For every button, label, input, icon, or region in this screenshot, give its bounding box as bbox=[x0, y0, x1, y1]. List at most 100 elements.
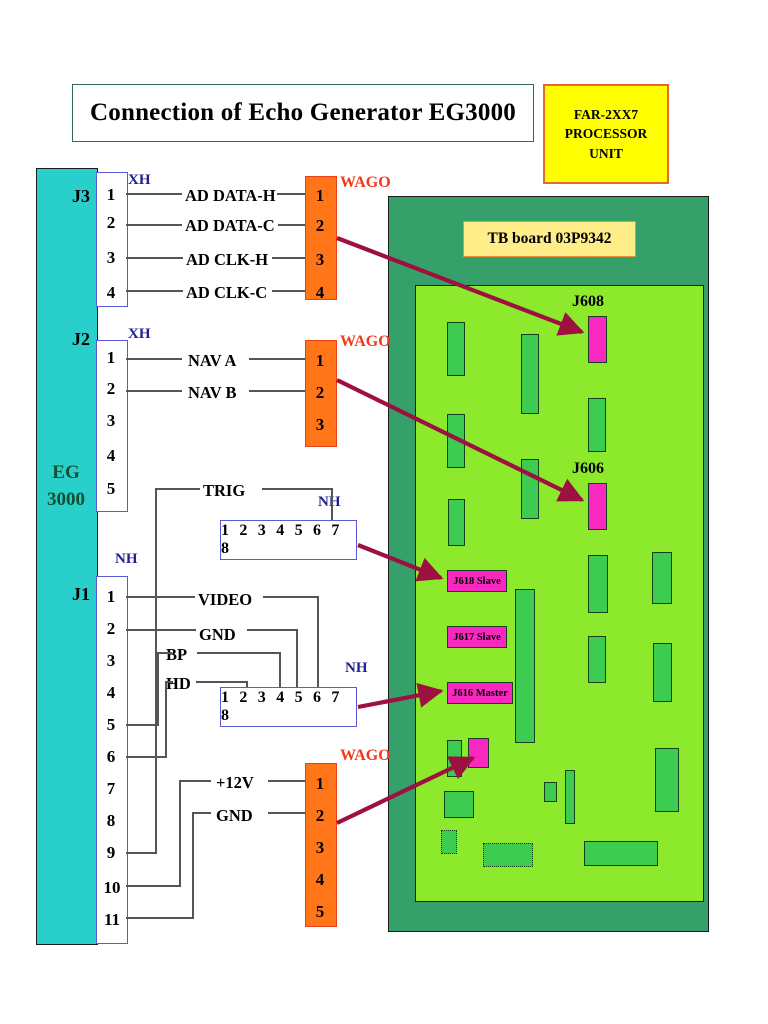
wago-block-3-pin-2: 2 bbox=[315, 806, 325, 825]
eg3000-device-body bbox=[36, 168, 98, 945]
wago-block-3-tag: WAGO bbox=[340, 747, 391, 764]
connector-j1-pin-1: 1 bbox=[106, 587, 116, 606]
connector-j2-pin-1: 1 bbox=[106, 348, 116, 367]
signal-label-nav-a: NAV A bbox=[188, 351, 237, 370]
wago-block-2-tag: WAGO bbox=[340, 333, 391, 350]
wago-block-3-pin-5: 5 bbox=[315, 902, 325, 921]
arrow-wago1-to-j608 bbox=[336, 236, 585, 336]
arrow-nh1-to-j618 bbox=[357, 543, 444, 582]
unit-legend-line-1: FAR-2XX7 bbox=[573, 107, 639, 123]
connector-j1-pin-10: 10 bbox=[103, 878, 121, 897]
arrow-wago2-to-j606 bbox=[336, 378, 585, 502]
connector-j3-name: J3 bbox=[72, 186, 90, 206]
board-connector-j608[interactable] bbox=[588, 316, 607, 363]
signal-label-trig: TRIG bbox=[203, 481, 246, 500]
connector-j3-type-tag: XH bbox=[128, 172, 151, 188]
board-connector-j606-label: J606 bbox=[572, 460, 604, 477]
connector-j1-name: J1 bbox=[72, 584, 90, 604]
board-connector-j608-label: J608 bbox=[572, 293, 604, 310]
wago-block-1[interactable] bbox=[305, 176, 337, 300]
signal-label-hd: HD bbox=[166, 674, 191, 693]
connector-j3-pin-3: 3 bbox=[106, 248, 116, 267]
tb-board-label-text: TB board 03P9342 bbox=[487, 230, 612, 247]
board-component bbox=[544, 782, 557, 802]
board-component bbox=[584, 841, 658, 866]
signal-label-ad-data-h: AD DATA-H bbox=[185, 186, 276, 205]
board-component bbox=[655, 748, 679, 812]
nh-strip-2-pins: 1 2 3 4 5 6 7 8 bbox=[221, 689, 343, 724]
wago-block-2-pin-1: 1 bbox=[315, 351, 325, 370]
nh-strip-1-pins: 1 2 3 4 5 6 7 8 bbox=[221, 522, 343, 557]
connector-j1-pin-4: 4 bbox=[106, 683, 116, 702]
nh-strip-1-tag: NH bbox=[318, 494, 341, 510]
connector-j2-pin-4: 4 bbox=[106, 446, 116, 465]
wago-block-2[interactable] bbox=[305, 340, 337, 447]
tb-board-label: TB board 03P9342 bbox=[463, 221, 636, 257]
board-component bbox=[588, 398, 606, 452]
signal-label-nav-b: NAV B bbox=[188, 383, 237, 402]
connector-j2-name: J2 bbox=[72, 329, 90, 349]
board-connector-j606[interactable] bbox=[588, 483, 607, 530]
connector-j3-pin-4: 4 bbox=[106, 283, 116, 302]
board-component bbox=[483, 843, 533, 867]
board-component bbox=[448, 499, 465, 546]
page-title: Connection of Echo Generator EG3000 bbox=[90, 99, 516, 126]
board-component bbox=[515, 589, 535, 743]
board-connector-j618-slave[interactable]: J618 Slave bbox=[447, 570, 507, 592]
signal-label-12v: +12V bbox=[216, 773, 254, 792]
connector-j1-pinbox[interactable] bbox=[96, 576, 128, 944]
board-connector-j617-slave[interactable]: J617 Slave bbox=[447, 626, 507, 648]
arrow-wago3-to-power bbox=[336, 756, 476, 825]
board-connector-j616-master-label: J616 Master bbox=[452, 687, 508, 699]
connector-j1-type-tag: NH bbox=[115, 551, 138, 567]
wago-block-3-pin-1: 1 bbox=[315, 774, 325, 793]
connector-j3-pinbox[interactable] bbox=[96, 172, 128, 307]
board-component bbox=[521, 334, 539, 414]
eg3000-label-line1: EG bbox=[52, 462, 80, 483]
connector-j2-pin-2: 2 bbox=[106, 379, 116, 398]
unit-legend-line-3: UNIT bbox=[589, 145, 623, 161]
board-component bbox=[565, 770, 575, 824]
board-component bbox=[653, 643, 672, 702]
connector-j1-pin-8: 8 bbox=[106, 811, 116, 830]
eg3000-label-line2: 3000 bbox=[47, 489, 85, 510]
wago-block-2-pin-3: 3 bbox=[315, 415, 325, 434]
nh-strip-2[interactable]: 1 2 3 4 5 6 7 8 bbox=[220, 687, 357, 727]
signal-label-video: VIDEO bbox=[198, 590, 253, 609]
connector-j1-pin-7: 7 bbox=[106, 779, 116, 798]
wago-block-3-pin-4: 4 bbox=[315, 870, 325, 889]
board-component bbox=[444, 791, 474, 818]
connector-j1-pin-3: 3 bbox=[106, 651, 116, 670]
board-connector-j617-slave-label: J617 Slave bbox=[453, 631, 501, 643]
connector-j1-pin-5: 5 bbox=[106, 715, 116, 734]
wago-block-1-pin-4: 4 bbox=[315, 283, 325, 302]
board-connector-j618-slave-label: J618 Slave bbox=[453, 575, 501, 587]
connector-j2-pinbox[interactable] bbox=[96, 340, 128, 512]
signal-label-bp: BP bbox=[166, 645, 188, 664]
board-component bbox=[441, 830, 457, 854]
nh-strip-2-tag: NH bbox=[345, 660, 368, 676]
wago-block-3-pin-3: 3 bbox=[315, 838, 325, 857]
connector-j2-type-tag: XH bbox=[128, 326, 151, 342]
connector-j2-pin-5: 5 bbox=[106, 479, 116, 498]
connector-j1-pin-9: 9 bbox=[106, 843, 116, 862]
nh-strip-1[interactable]: 1 2 3 4 5 6 7 8 bbox=[220, 520, 357, 560]
wago-block-1-pin-3: 3 bbox=[315, 250, 325, 269]
connector-j1-pin-11: 11 bbox=[103, 910, 121, 929]
wago-block-1-pin-2: 2 bbox=[315, 216, 325, 235]
board-component bbox=[652, 552, 672, 604]
board-connector-j616-master[interactable]: J616 Master bbox=[447, 682, 513, 704]
connector-j1-pin-6: 6 bbox=[106, 747, 116, 766]
wago-block-3[interactable] bbox=[305, 763, 337, 927]
connector-j3-pin-2: 2 bbox=[106, 213, 116, 232]
signal-label-ad-clk-c: AD CLK-C bbox=[186, 283, 268, 302]
board-component bbox=[447, 322, 465, 376]
connector-j3-pin-1: 1 bbox=[106, 185, 116, 204]
connector-j1-pin-2: 2 bbox=[106, 619, 116, 638]
signal-label-ad-clk-h: AD CLK-H bbox=[186, 250, 269, 269]
processor-unit-legend: FAR-2XX7 PROCESSOR UNIT bbox=[543, 84, 669, 184]
signal-label-ad-data-c: AD DATA-C bbox=[185, 216, 275, 235]
connector-j2-pin-3: 3 bbox=[106, 411, 116, 430]
